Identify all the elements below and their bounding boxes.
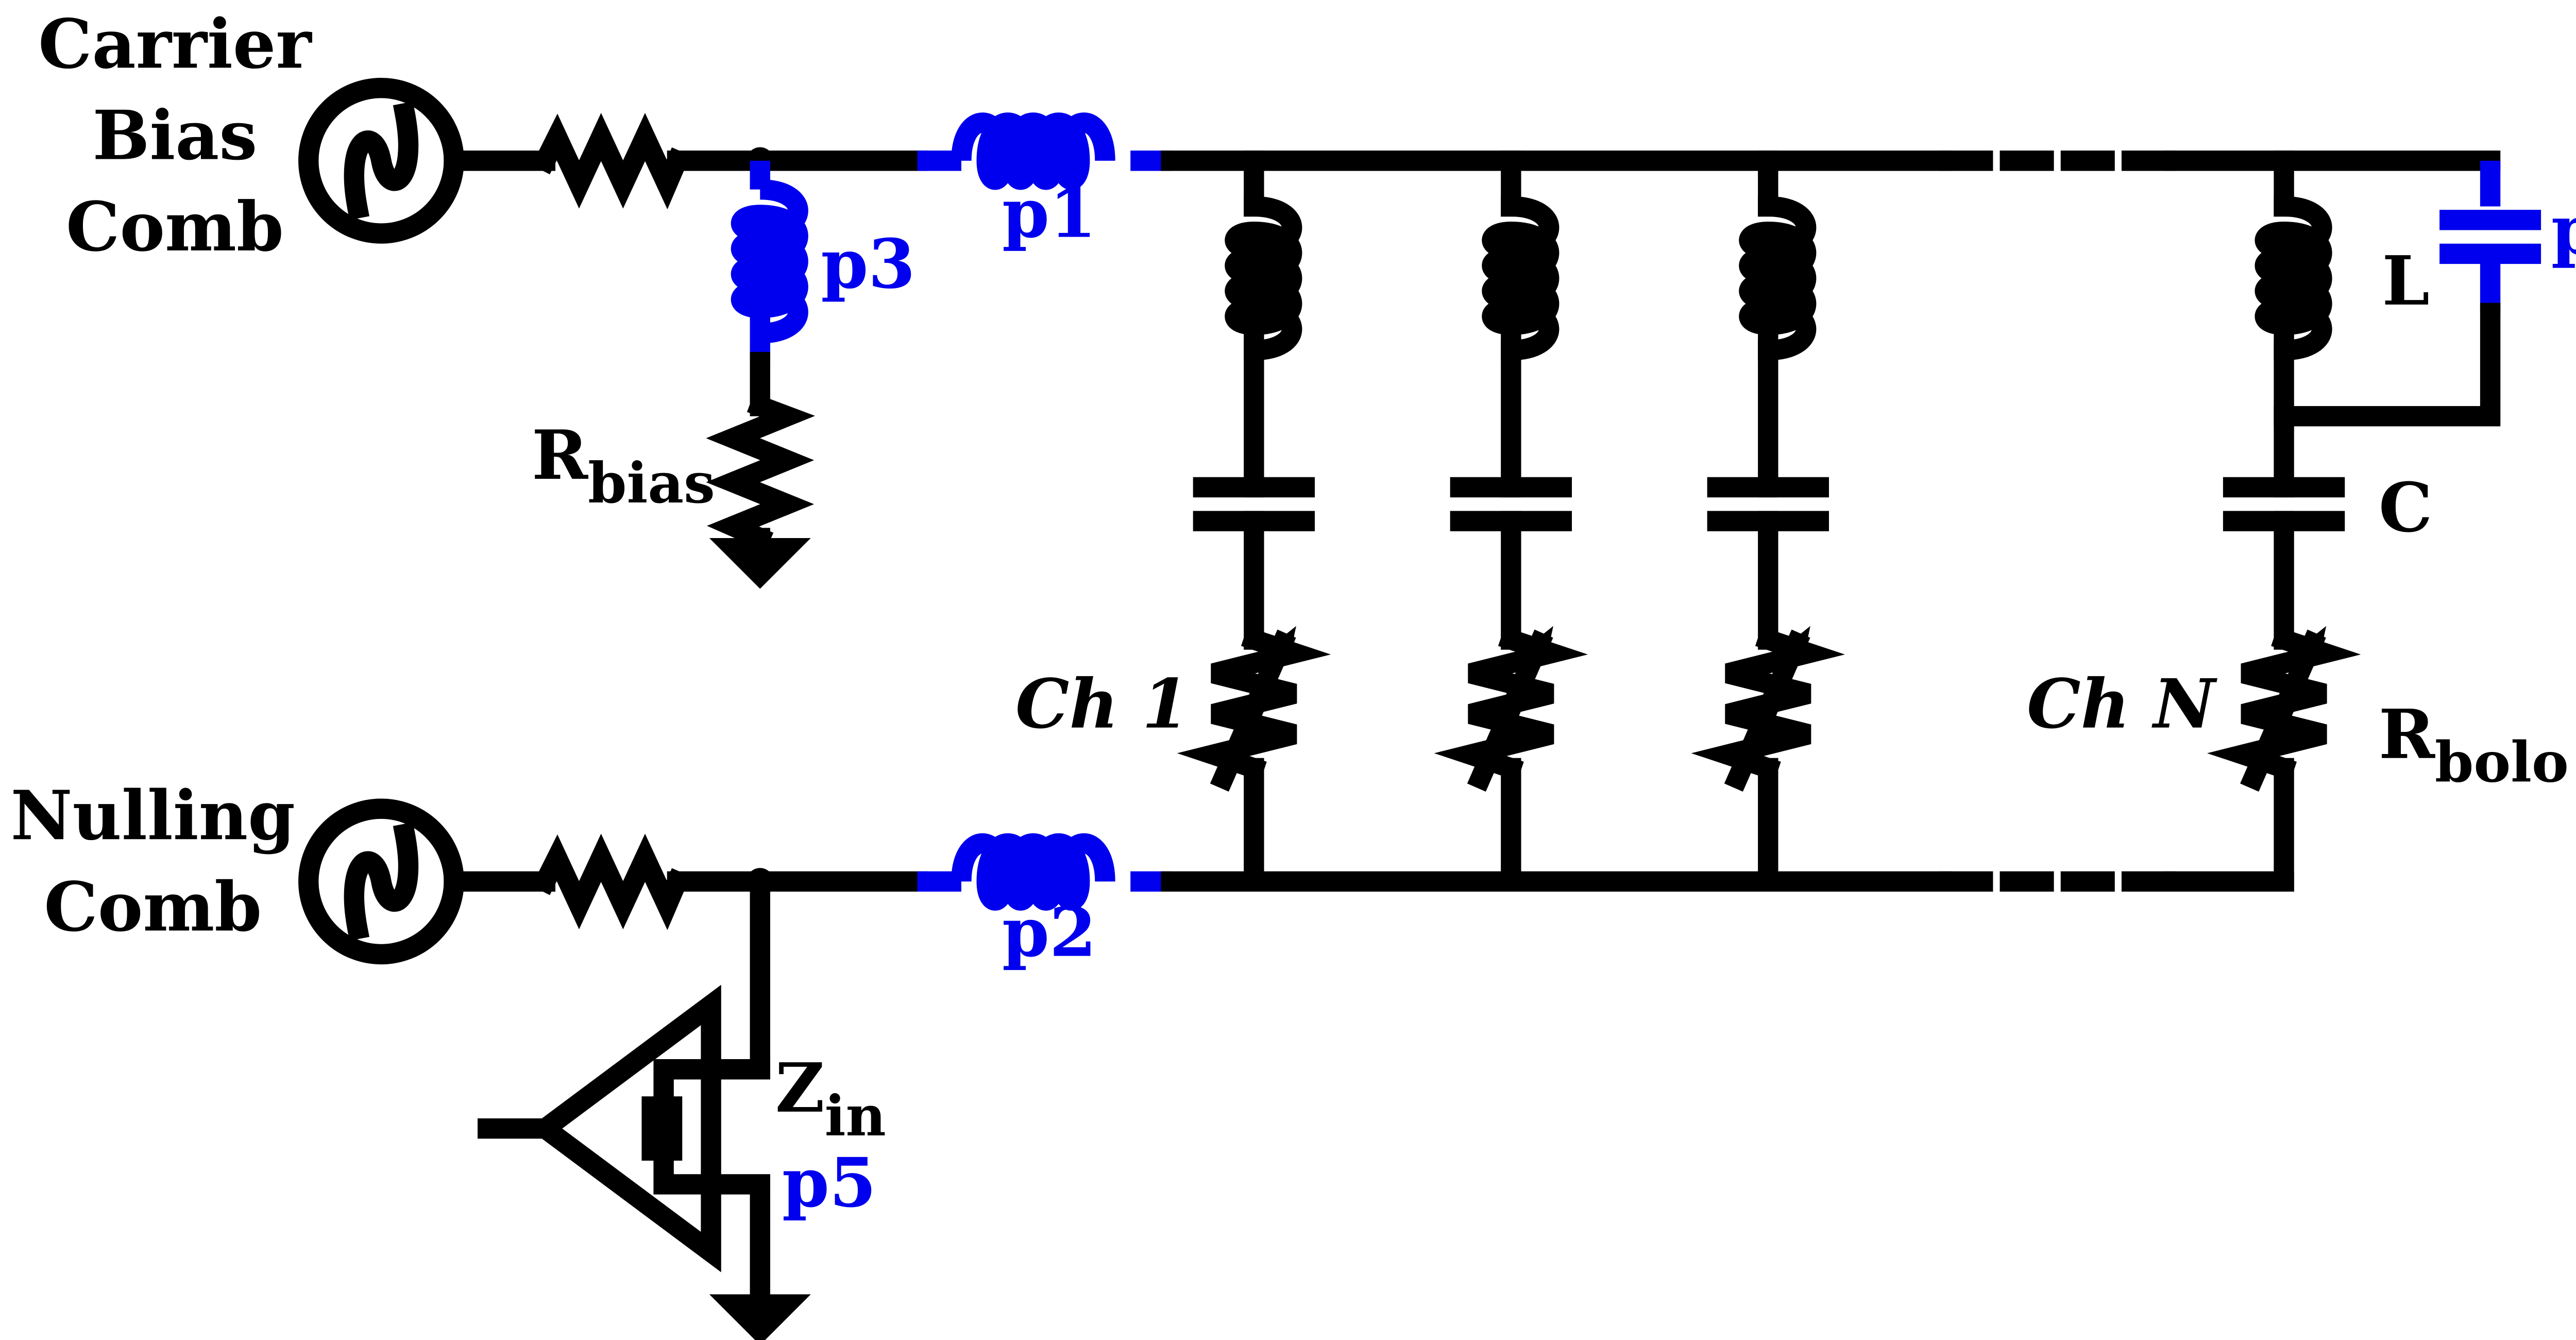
ch1-label: Ch 1: [1015, 664, 1189, 744]
ch2-variable-arrow-icon: [1528, 626, 1553, 659]
C-label: C: [2379, 468, 2432, 547]
carrier-resistor-icon: [545, 137, 677, 185]
wire-squid-bottom: [653, 1147, 770, 1305]
nulling-resistor-icon: [545, 858, 677, 905]
nulling-source-icon: [298, 798, 464, 965]
rbias-label: Rbias: [532, 415, 715, 516]
p2-label: p2: [1002, 893, 1096, 972]
ground-icon-bottom: [709, 1294, 811, 1340]
ch4-variable-resistor-icon: [2243, 640, 2325, 778]
rbias-resistor-icon: [733, 406, 787, 538]
p1-inductor-icon: [961, 123, 1105, 180]
carrier-label-3: Comb: [66, 187, 284, 266]
ch1-variable-resistor-icon: [1213, 640, 1295, 778]
wire-p4-bottom: [2274, 303, 2501, 427]
ch4-variable-arrow-icon: [2300, 626, 2327, 659]
p5-label: p5: [782, 1143, 876, 1222]
ch3-variable-resistor-icon: [1727, 640, 1809, 778]
p4-capacitor-icon: [2439, 210, 2541, 264]
wire-squid-top: [653, 1059, 770, 1110]
ground-icon-top: [709, 538, 811, 589]
carrier-source-icon: [298, 78, 464, 244]
L-label: L: [2382, 241, 2429, 321]
nulling-label-1: Nulling: [11, 776, 295, 855]
chN-label: Ch N: [2027, 664, 2218, 744]
p3-label: p3: [821, 224, 915, 304]
ch2-variable-resistor-icon: [1470, 640, 1552, 778]
amplifier-icon: [528, 984, 721, 1272]
p1-label: p1: [1002, 174, 1096, 253]
p2-inductor-icon: [961, 843, 1105, 900]
carrier-label-1: Carrier: [38, 4, 312, 83]
p3-inductor-icon: [741, 190, 798, 333]
zin-label: Zin: [775, 1048, 886, 1149]
ch3-variable-arrow-icon: [1785, 626, 1810, 659]
nulling-label-2: Comb: [44, 867, 262, 947]
p4-label: p4: [2551, 190, 2576, 270]
carrier-label-2: Bias: [92, 96, 257, 175]
ch1-variable-arrow-icon: [1270, 626, 1296, 659]
rbolo-label: Rbolo: [2379, 695, 2569, 795]
